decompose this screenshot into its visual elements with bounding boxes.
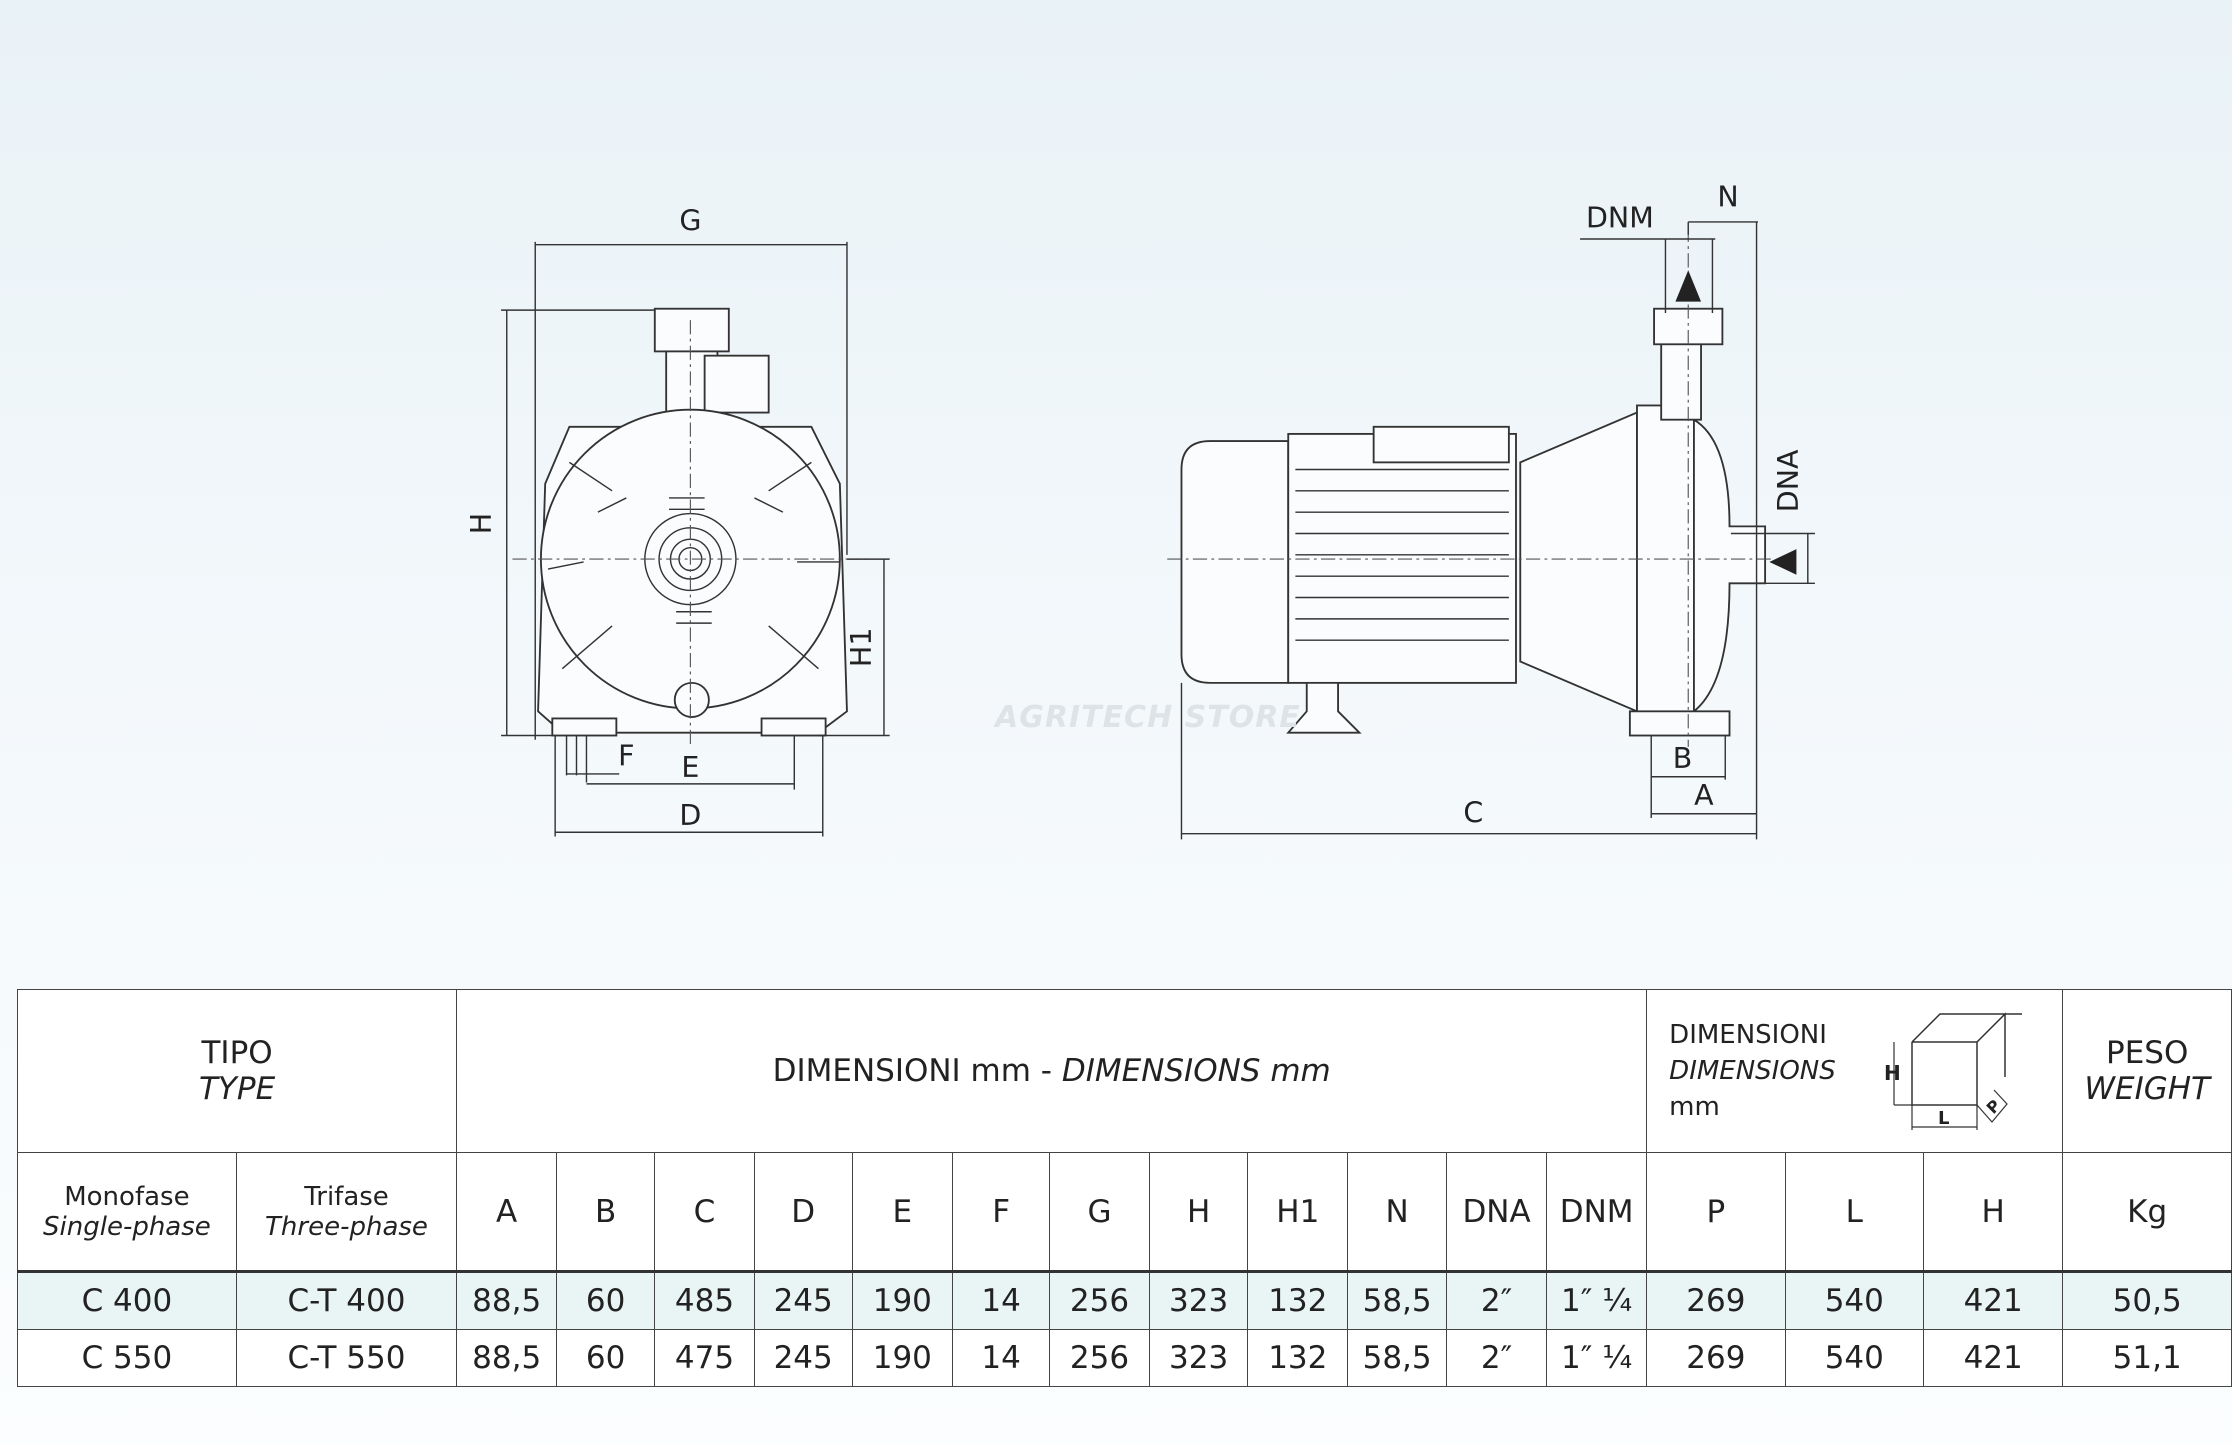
model-three-phase: C-T 550 [235, 1329, 458, 1387]
table-cell: 256 [1049, 1329, 1150, 1387]
column-header: N [1347, 1152, 1448, 1272]
pump-side-view: DNM N DNA B A C [1167, 180, 1815, 840]
type-header-en: TYPE [199, 1071, 276, 1107]
dim-label-h: H [465, 513, 498, 534]
table-cell: 269 [1646, 1329, 1786, 1387]
three-phase-en: Three-phase [265, 1211, 428, 1242]
packing-dimensions-header: DIMENSIONI DIMENSIONS mm H L P [1646, 989, 2064, 1153]
dim-label-g: G [679, 204, 701, 237]
table-cell: 14 [952, 1329, 1051, 1387]
table-cell: 245 [753, 1271, 853, 1330]
table-cell: 51,1 [2062, 1329, 2232, 1387]
single-phase-it: Monofase [64, 1181, 190, 1212]
table-cell: 60 [556, 1271, 656, 1330]
dim-label-f: F [618, 739, 634, 772]
table-cell: 540 [1784, 1271, 1924, 1330]
column-header: H [1148, 1152, 1249, 1272]
table-cell: 132 [1247, 1271, 1349, 1330]
table-cell: 2″ [1446, 1329, 1548, 1387]
dim-label-dnm: DNM [1586, 202, 1654, 235]
column-header: E [851, 1152, 954, 1272]
dimensions-header-it: DIMENSIONI mm - [772, 1053, 1062, 1089]
table-cell: 190 [851, 1329, 954, 1387]
type-header-it: TIPO [201, 1035, 273, 1071]
table-cell: 88,5 [456, 1329, 558, 1387]
table-cell: 323 [1148, 1329, 1249, 1387]
table-cell: 421 [1922, 1271, 2064, 1330]
table-cell: 540 [1784, 1329, 1924, 1387]
dim-label-b: B [1673, 742, 1693, 775]
box-dimensions-icon: H L P [1884, 1012, 2023, 1130]
dim-label-n: N [1717, 180, 1738, 213]
column-header: C [654, 1152, 755, 1272]
table-cell: 2″ [1446, 1271, 1548, 1330]
column-header: A [456, 1152, 558, 1272]
weight-header-it: PESO [2106, 1035, 2189, 1071]
box-label-l: L [1938, 1108, 1949, 1129]
table-cell: 269 [1646, 1271, 1786, 1330]
table-cell: 58,5 [1347, 1329, 1448, 1387]
pump-front-view: G H H1 F E D [465, 204, 890, 837]
table-cell: 50,5 [2062, 1271, 2232, 1330]
table-cell: 1″ ¼ [1546, 1271, 1648, 1330]
column-header: D [753, 1152, 853, 1272]
column-header: P [1646, 1152, 1786, 1272]
table-cell: 58,5 [1347, 1271, 1448, 1330]
column-header: Kg [2062, 1152, 2232, 1272]
column-header: L [1784, 1152, 1924, 1272]
column-header: B [556, 1152, 656, 1272]
table-cell: 190 [851, 1271, 954, 1330]
table-cell: 245 [753, 1329, 853, 1387]
three-phase-it: Trifase [304, 1181, 389, 1212]
dim-label-a: A [1694, 779, 1714, 812]
table-cell: 14 [952, 1271, 1051, 1330]
pack-header-it: DIMENSIONI [1669, 1020, 1827, 1050]
column-header: H [1922, 1152, 2064, 1272]
column-header: H1 [1247, 1152, 1349, 1272]
box-label-h: H [1884, 1061, 1901, 1085]
watermark-logo: AGRITECH STORE [995, 700, 1301, 735]
pack-header-unit: mm [1669, 1092, 1720, 1122]
table-cell: 88,5 [456, 1271, 558, 1330]
dim-label-dna: DNA [1772, 449, 1805, 512]
model-three-phase: C-T 400 [235, 1271, 458, 1330]
pack-header-en: DIMENSIONS [1669, 1056, 1836, 1086]
table-cell: 60 [556, 1329, 656, 1387]
single-phase-en: Single-phase [43, 1211, 211, 1242]
table-cell: 132 [1247, 1329, 1349, 1387]
column-header: DNM [1546, 1152, 1648, 1272]
dim-label-d: D [679, 799, 701, 832]
column-header: DNA [1446, 1152, 1548, 1272]
column-header: F [952, 1152, 1051, 1272]
dim-label-c: C [1463, 796, 1483, 829]
table-cell: 1″ ¼ [1546, 1329, 1648, 1387]
column-header: G [1049, 1152, 1150, 1272]
dim-label-e: E [681, 751, 699, 784]
table-cell: 475 [654, 1329, 755, 1387]
weight-header-en: WEIGHT [2084, 1071, 2210, 1107]
dimensions-header-en: DIMENSIONS mm [1061, 1053, 1331, 1089]
table-cell: 323 [1148, 1271, 1249, 1330]
table-cell: 421 [1922, 1329, 2064, 1387]
table-cell: 256 [1049, 1271, 1150, 1330]
model-single-phase: C 550 [17, 1329, 237, 1387]
dim-label-h1: H1 [845, 628, 878, 667]
table-cell: 485 [654, 1271, 755, 1330]
dimensions-header: DIMENSIONI mm - DIMENSIONS mm [456, 989, 1648, 1153]
model-single-phase: C 400 [17, 1271, 237, 1330]
